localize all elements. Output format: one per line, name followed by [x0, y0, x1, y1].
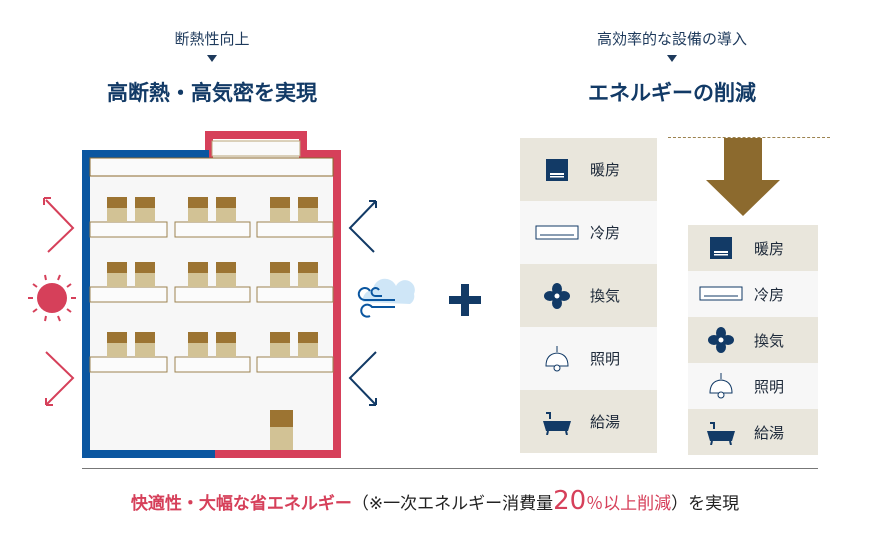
right-title: エネルギーの削減 — [588, 81, 756, 105]
equipment-label: 換気 — [754, 331, 785, 350]
sun-icon — [28, 274, 76, 322]
balcony — [256, 356, 334, 373]
lamp-icon — [696, 373, 746, 399]
equipment-label: 換気 — [590, 287, 621, 305]
footer-highlight: 快適性・大幅な省エネルギー — [130, 494, 352, 514]
equipment-item: 冷房 — [520, 201, 657, 264]
balcony — [89, 286, 168, 303]
equipment-label: 冷房 — [590, 224, 621, 242]
equipment-label: 給湯 — [590, 413, 621, 431]
fan-icon — [696, 327, 746, 353]
balcony — [89, 356, 168, 373]
equipment-item: 換気 — [688, 317, 818, 363]
equipment-label: 暖房 — [754, 239, 785, 258]
equipment-item: 換気 — [520, 264, 657, 327]
footer-summary: 快適性・大幅な省エネルギー（※一次エネルギー消費量20％以上削減）を実現 — [0, 486, 870, 516]
equipment-label: 給湯 — [754, 423, 785, 442]
balcony — [89, 221, 168, 238]
cold-arrow-icons — [348, 200, 377, 406]
heater-icon — [532, 158, 582, 181]
plus-icon — [449, 284, 481, 316]
equipment-item: 照明 — [688, 363, 818, 409]
bathtub-icon — [696, 419, 746, 445]
fan-icon — [532, 282, 582, 309]
balcony — [174, 356, 251, 373]
air-conditioner-icon — [696, 286, 746, 302]
lamp-icon — [532, 345, 582, 372]
air-conditioner-icon — [532, 225, 582, 241]
equipment-item: 給湯 — [688, 409, 818, 455]
equipment-label: 暖房 — [590, 161, 621, 179]
equipment-label: 照明 — [590, 350, 621, 368]
equipment-item: 冷房 — [688, 271, 818, 317]
balcony — [174, 286, 251, 303]
equipment-item: 暖房 — [520, 138, 657, 201]
right-subtitle: 高効率的な設備の導入 — [596, 30, 747, 48]
footer-paren-close: ）を実現 — [671, 494, 740, 514]
building-illustration — [82, 131, 341, 458]
dashed-line — [668, 137, 830, 138]
down-arrow-icon — [706, 138, 780, 216]
equipment-item: 暖房 — [688, 225, 818, 271]
bathtub-icon — [532, 409, 582, 435]
down-triangle-icon — [207, 55, 217, 62]
heat-arrow-icons — [43, 197, 75, 406]
balcony — [256, 286, 334, 303]
footer-percent-unit: ％以上削減 — [586, 494, 672, 514]
down-triangle-icon — [667, 55, 677, 62]
sun-and-wind-icons — [28, 197, 415, 406]
equipment-label: 照明 — [754, 377, 785, 396]
balcony — [256, 221, 334, 238]
wind-cloud-icon — [357, 278, 415, 318]
equipment-label: 冷房 — [754, 285, 785, 304]
heater-icon — [696, 237, 746, 259]
left-subtitle: 断熱性向上 — [174, 30, 250, 48]
left-title: 高断熱・高気密を実現 — [107, 81, 317, 105]
footer-paren-open: （※一次エネルギー消費量 — [351, 494, 554, 514]
balcony — [174, 221, 251, 238]
footer-percent: 20 — [553, 486, 587, 516]
equipment-item: 照明 — [520, 327, 657, 390]
divider — [82, 468, 818, 469]
equipment-item: 給湯 — [520, 390, 657, 453]
